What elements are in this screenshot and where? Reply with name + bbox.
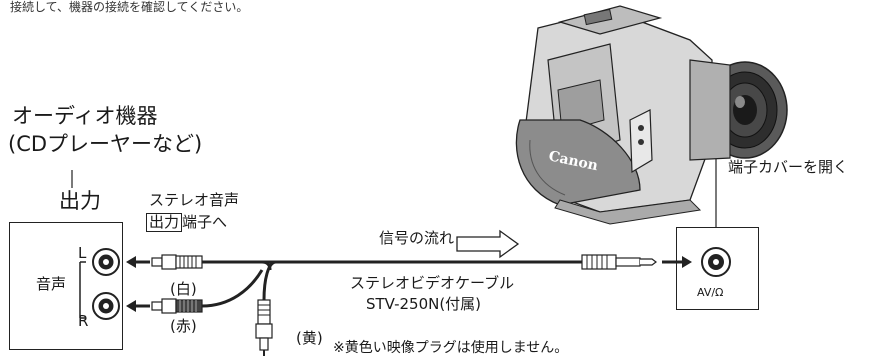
audio-device-panel [9,222,123,350]
av-terminal-jack [701,247,731,277]
cover-open-label: 端子カバーを開く [728,158,849,176]
mini-plug [581,254,657,270]
signal-flow-label: 信号の流れ [379,229,455,247]
red-cable [201,269,264,308]
cable-name: ステレオビデオケーブル [350,274,515,292]
left-audio-jack [92,248,120,276]
yellow-rca-plug [255,299,273,356]
red-rca-plug [151,298,203,314]
output-boxed-label: 出力 [146,213,183,232]
white-cable [202,260,272,271]
header-text: 接続して、機器の接続を確認してください。 [10,0,249,14]
yellow-plug-note: ※黄色い映像プラグは使用しません。 [333,340,569,356]
right-audio-jack [92,292,120,320]
output-label: 出力 [59,189,101,213]
stereo-terminal-target: 出力端子へ [146,213,227,232]
signal-flow-arrow [456,229,520,259]
red-plug-label: (赤) [170,317,197,335]
terminal-suffix: 端子へ [182,213,228,231]
stereo-terminal-label: ステレオ音声 [149,191,240,209]
jack-left-label: L [78,244,87,262]
white-rca-plug [151,254,203,270]
yellow-cable [262,260,277,301]
jack-right-label: R [78,312,89,330]
audio-device-example: (CDプレーヤーなど) [8,132,203,156]
camcorder-illustration: Canon [515,5,788,225]
white-plug-label: (白) [170,280,197,298]
cable-model: STV-250N(付属) [366,295,482,313]
yellow-plug-label: (黄) [296,329,323,347]
lr-bracket [79,261,86,319]
audio-jack-label: 音声 [36,275,67,293]
audio-device-name: オーディオ機器 [12,104,158,128]
av-terminal-label: AV/Ω [697,286,724,299]
